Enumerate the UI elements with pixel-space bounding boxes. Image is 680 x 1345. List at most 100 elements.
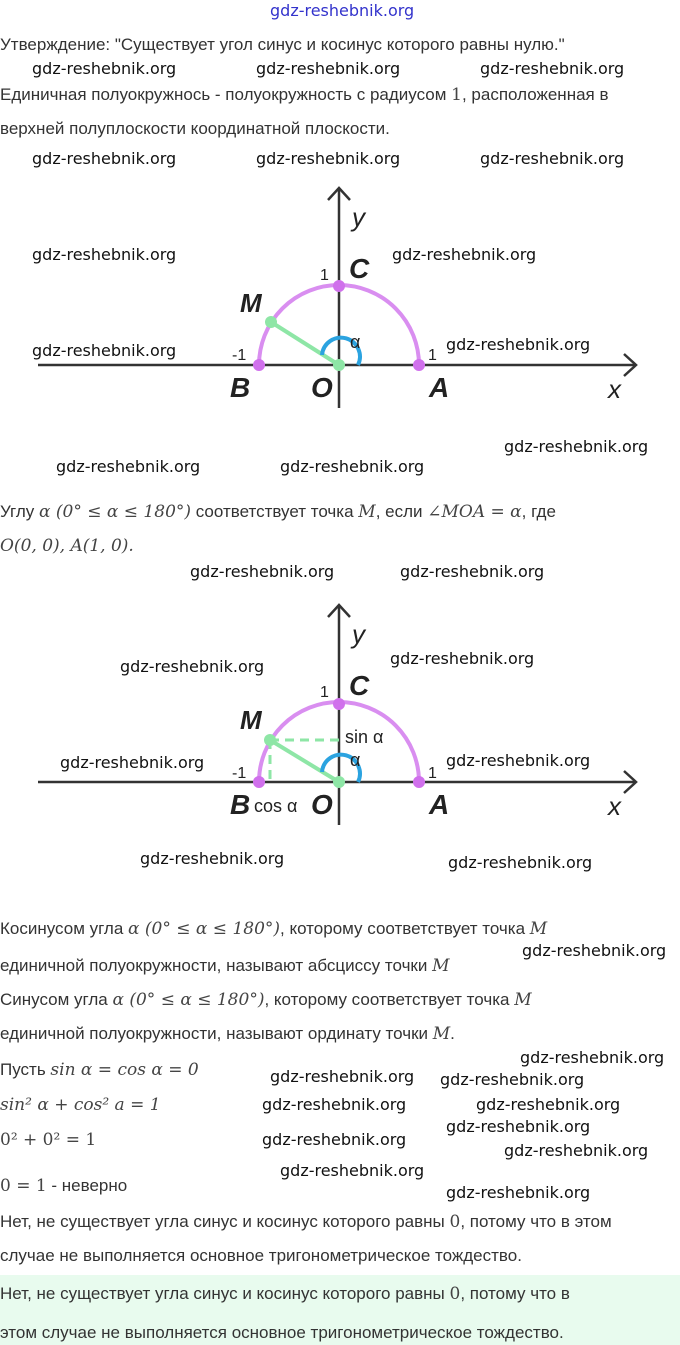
radius-OM xyxy=(269,320,341,367)
radius-OM xyxy=(268,738,341,784)
label-M: M xyxy=(240,288,263,318)
math: sin α = cos α = 0 xyxy=(50,1060,199,1080)
watermark: gdz-reshebnik.org xyxy=(60,753,205,772)
x-arrow xyxy=(623,353,638,377)
watermark: gdz-reshebnik.org xyxy=(280,1161,425,1180)
y-arrow xyxy=(327,186,351,201)
watermark: gdz-reshebnik.org xyxy=(480,59,625,78)
watermark: gdz-reshebnik.org xyxy=(522,941,667,960)
contradiction-line: 0 = 1 - неверно xyxy=(0,1175,127,1197)
point-M xyxy=(265,316,277,328)
watermark: gdz-reshebnik.org xyxy=(256,59,401,78)
point-C xyxy=(333,698,345,710)
math: sin² α + cos² a = 1 xyxy=(0,1095,161,1115)
text: , где xyxy=(521,502,556,521)
definition-line-2: верхней полуплоскости координатной плоск… xyxy=(0,119,390,138)
math: α (0° ≤ α ≤ 180°) xyxy=(112,990,265,1010)
watermark: gdz-reshebnik.org xyxy=(262,1130,407,1149)
point-A xyxy=(413,359,425,371)
label-1: 1 xyxy=(320,267,329,284)
watermark: gdz-reshebnik.org xyxy=(504,1141,649,1160)
answer-box: Нет, не существует угла синус и косинус … xyxy=(0,1275,680,1345)
cos-def-line-1: Косинусом угла α (0° ≤ α ≤ 180°), которо… xyxy=(0,918,547,940)
watermark: gdz-reshebnik.org xyxy=(392,245,537,264)
text: - неверно xyxy=(46,1176,128,1195)
text: , которому соответствует точка xyxy=(280,919,530,938)
label-minus-1: -1 xyxy=(232,765,246,782)
label-1-x: 1 xyxy=(428,347,437,364)
label-alpha: α xyxy=(350,332,360,352)
substitution-line: 0² + 0² = 1 xyxy=(0,1129,96,1151)
watermark: gdz-reshebnik.org xyxy=(120,657,265,676)
text: , расположенная в xyxy=(461,85,609,104)
answer-line-2: этом случае не выполняется основное триг… xyxy=(0,1323,564,1342)
text: , если xyxy=(375,502,428,521)
period: . xyxy=(450,1024,455,1043)
math: 0 xyxy=(449,1212,461,1232)
answer-line-1: Нет, не существует угла синус и косинус … xyxy=(0,1283,570,1305)
math: 0² + 0² = 1 xyxy=(0,1130,97,1150)
text: Синусом угла xyxy=(0,990,113,1009)
label-O: O xyxy=(311,372,333,403)
label-B: B xyxy=(230,789,250,820)
definition-line-1: Единичная полуокружнось - полуокружность… xyxy=(0,84,609,106)
point-B xyxy=(253,776,265,788)
watermark: gdz-reshebnik.org xyxy=(448,853,593,872)
math: 1 xyxy=(451,85,462,105)
label-C: C xyxy=(349,670,370,701)
conclusion-line-2: случае не выполняется основное тригономе… xyxy=(0,1246,522,1265)
point-C xyxy=(333,280,345,292)
point-M xyxy=(264,734,276,746)
watermark: gdz-reshebnik.org xyxy=(140,849,285,868)
watermark: gdz-reshebnik.org xyxy=(32,149,177,168)
conclusion-line-1: Нет, не существует угла синус и косинус … xyxy=(0,1211,612,1233)
label-M: M xyxy=(240,705,263,735)
text: , которому соответствует точка xyxy=(264,990,515,1009)
sin-def-line-2: единичной полуокружности, называют ордин… xyxy=(0,1023,455,1045)
math: α (0° ≤ α ≤ 180°) xyxy=(128,919,281,939)
sin-def-line-1: Синусом угла α (0° ≤ α ≤ 180°), которому… xyxy=(0,989,532,1011)
math: M xyxy=(514,990,532,1010)
text: , потому что в этом xyxy=(460,1212,612,1231)
watermark: gdz-reshebnik.org xyxy=(280,457,425,476)
label-A: A xyxy=(428,789,449,820)
text: Углу xyxy=(0,502,40,521)
assume-line: Пусть sin α = cos α = 0 xyxy=(0,1059,199,1081)
math: 0 = 1 xyxy=(0,1176,47,1196)
diagram-unit-semicircle: y C 1 M α -1 1 B O A x xyxy=(38,186,638,408)
correspondence-line-1: Углу α (0° ≤ α ≤ 180°) соответствует точ… xyxy=(0,501,556,523)
label-alpha: α xyxy=(350,750,360,770)
identity-line: sin² α + cos² a = 1 xyxy=(0,1094,161,1116)
watermark: gdz-reshebnik.org xyxy=(446,751,591,770)
text: Единичная полуокружнось - полуокружность… xyxy=(0,85,452,104)
watermark: gdz-reshebnik.org xyxy=(440,1070,585,1089)
watermark: gdz-reshebnik.org xyxy=(446,335,591,354)
watermark: gdz-reshebnik.org xyxy=(504,437,649,456)
label-A: A xyxy=(428,372,449,403)
text: , потому что в xyxy=(460,1284,570,1303)
text: соответствует точка xyxy=(191,502,359,521)
text: Пусть xyxy=(0,1060,51,1079)
diagram-2: y C 1 M sin α α -1 1 B cos α O A x xyxy=(38,603,638,825)
point-O xyxy=(333,359,345,371)
watermark: gdz-reshebnik.org xyxy=(270,1067,415,1086)
y-arrow xyxy=(327,603,351,618)
math: M xyxy=(529,919,548,939)
watermark: gdz-reshebnik.org xyxy=(480,149,625,168)
statement: Утверждение: "Существует угол синус и ко… xyxy=(0,35,565,54)
x-arrow xyxy=(623,770,638,794)
diagram-1: y C 1 M α -1 1 B O A x xyxy=(38,186,638,408)
watermark: gdz-reshebnik.org xyxy=(32,59,177,78)
watermark: gdz-reshebnik.org xyxy=(446,1183,591,1202)
label-y: y xyxy=(350,619,367,649)
math: α (0° ≤ α ≤ 180°) xyxy=(39,502,192,522)
math: M xyxy=(432,1024,451,1044)
angle-arc xyxy=(320,335,362,366)
watermark: gdz-reshebnik.org xyxy=(190,562,335,581)
math: M xyxy=(358,502,376,522)
watermark: gdz-reshebnik.org xyxy=(256,149,401,168)
math: O(0, 0), A(1, 0). xyxy=(0,536,134,556)
math: M xyxy=(432,956,450,976)
angle-arc xyxy=(320,752,362,783)
